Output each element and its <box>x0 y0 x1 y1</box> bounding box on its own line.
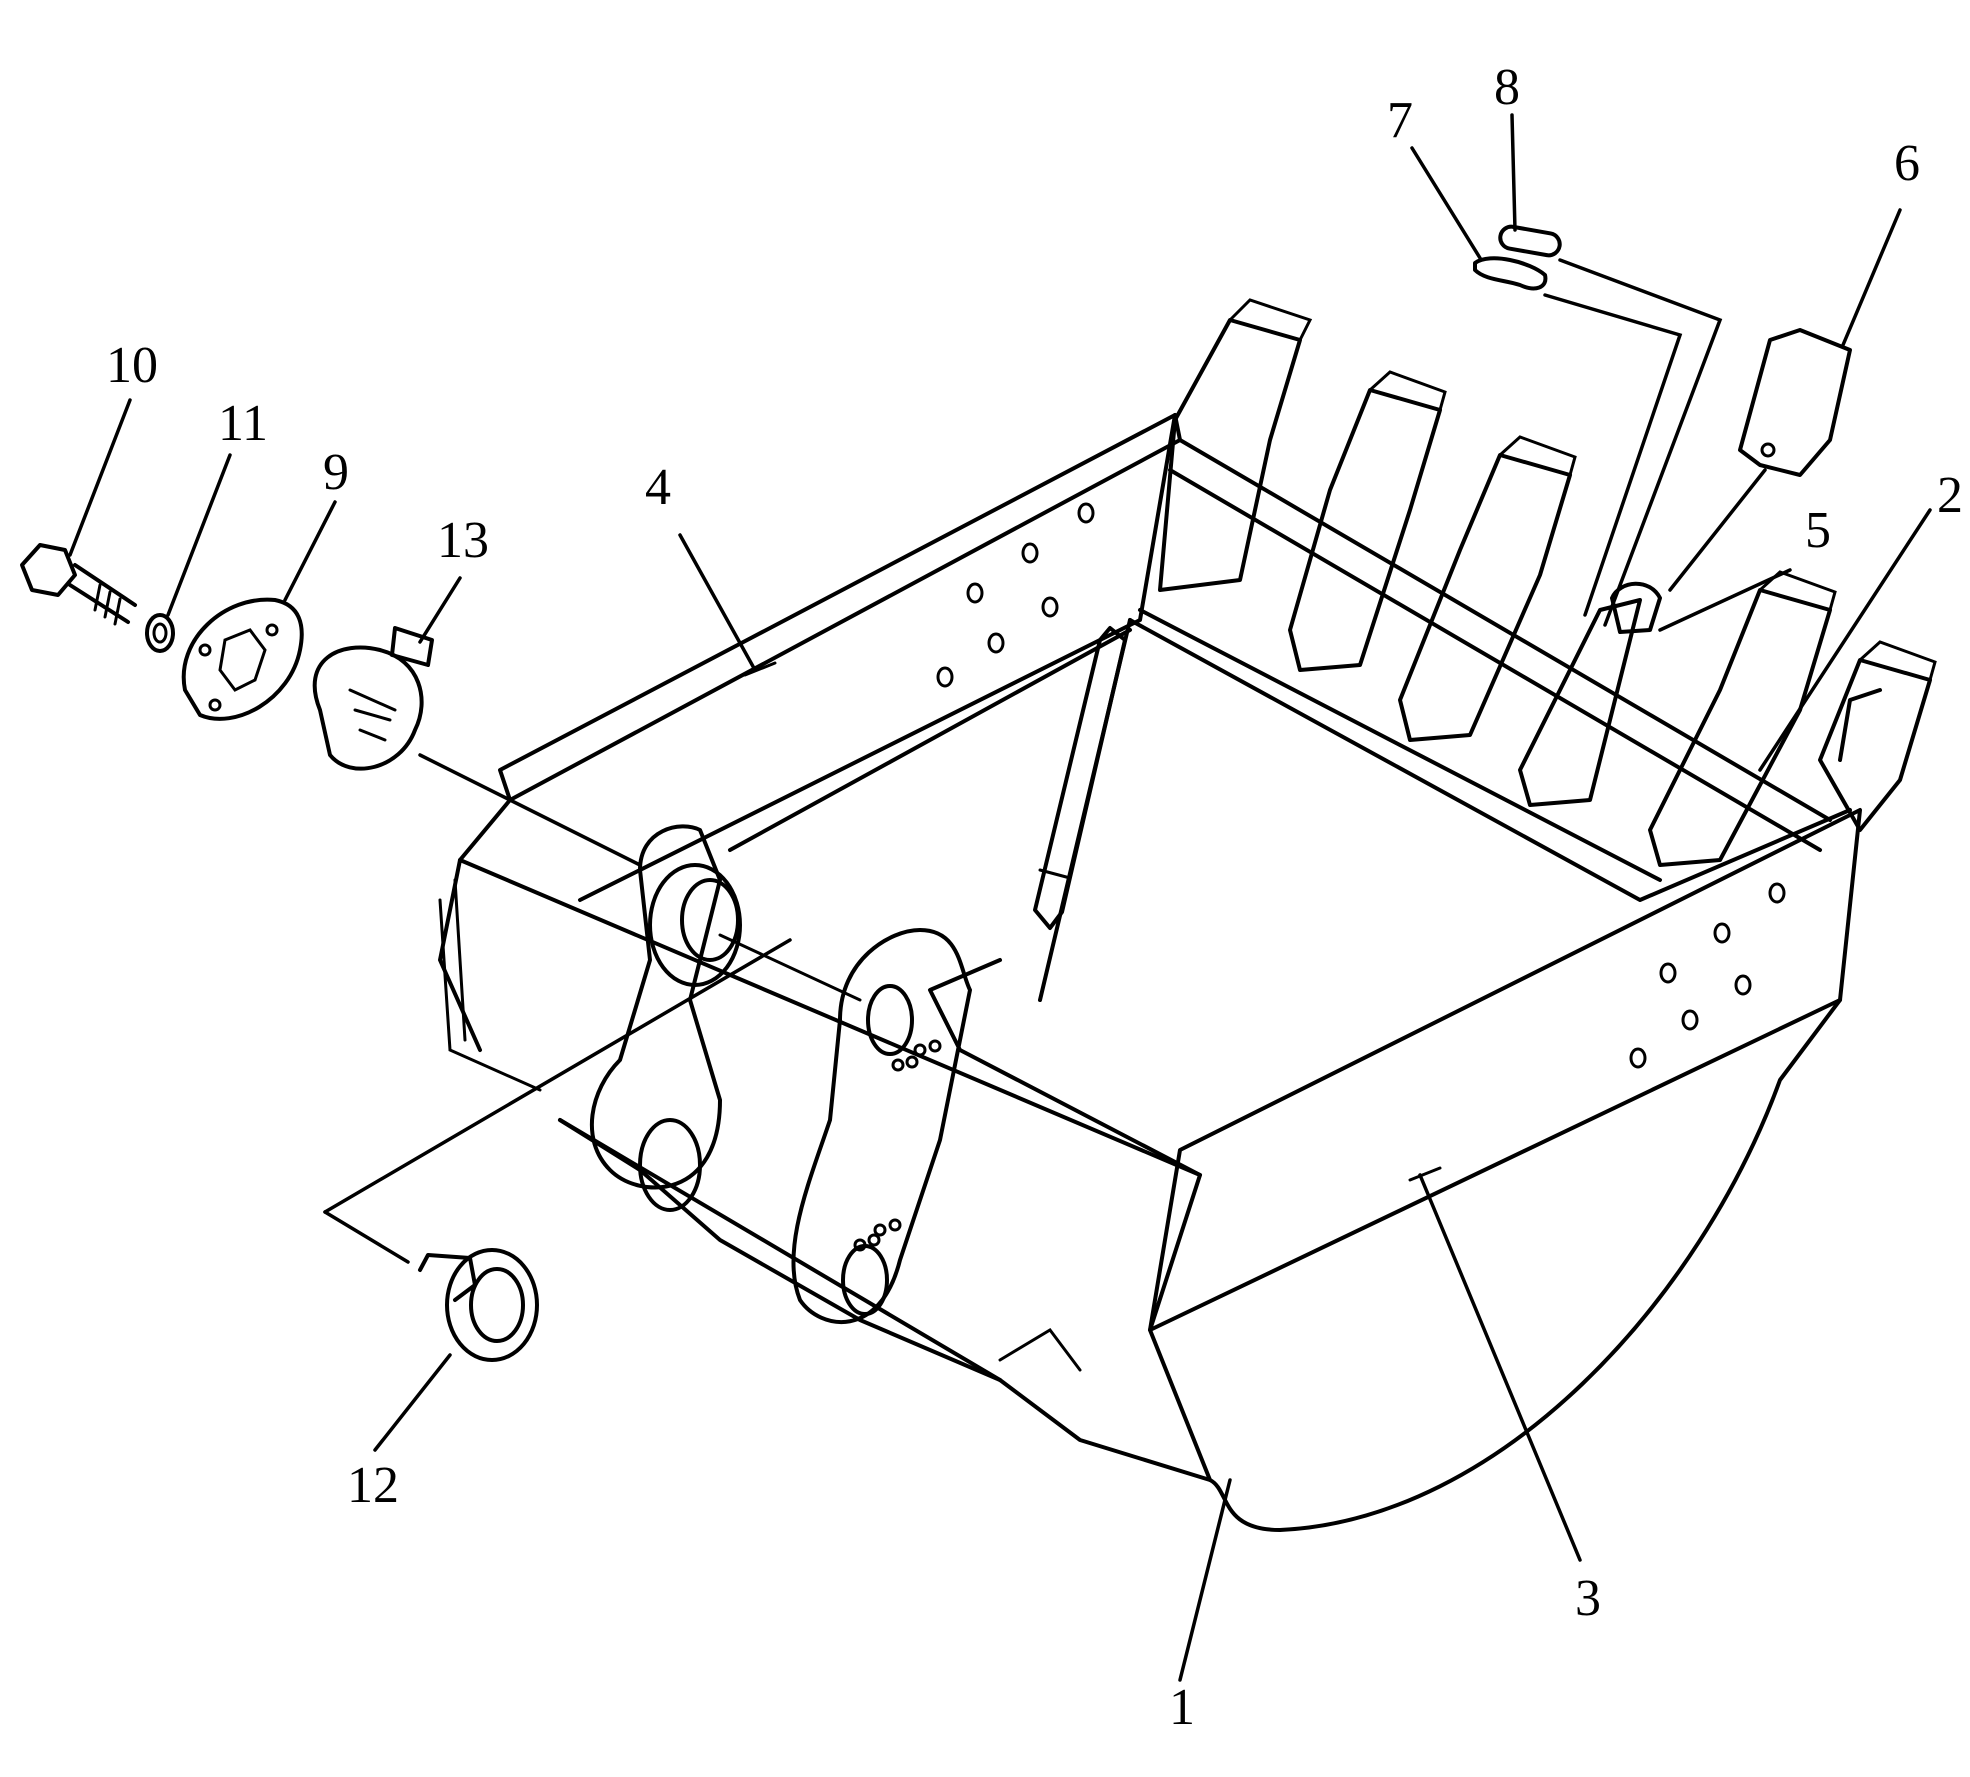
boss-pin-left <box>648 863 862 1002</box>
callout-1: 1 <box>1169 1679 1195 1736</box>
callout-13: 13 <box>437 512 489 569</box>
rod <box>1033 626 1127 930</box>
callout-9: 9 <box>323 444 349 501</box>
tooth-5 <box>1648 570 1837 867</box>
leader-lines <box>68 113 1932 1682</box>
right-plate-holes <box>1629 882 1786 1069</box>
bolt-head-dots <box>853 1039 942 1252</box>
tooth-1 <box>1158 298 1313 592</box>
callout-10: 10 <box>106 337 158 394</box>
bucket-body <box>438 413 1862 1532</box>
washer-11 <box>145 613 175 653</box>
callouts: 1 2 3 4 5 6 7 8 9 10 11 12 13 <box>106 59 1963 1736</box>
tooth-2 <box>1288 370 1447 672</box>
left-plate-holes <box>936 502 1095 688</box>
teeth-row <box>1158 298 1937 867</box>
callout-7: 7 <box>1387 92 1413 149</box>
tooth-3 <box>1398 435 1577 742</box>
callout-3: 3 <box>1575 1570 1601 1627</box>
tooth-point-6 <box>1738 328 1852 477</box>
shim-13 <box>312 626 434 771</box>
bushing-12 <box>418 1248 539 1362</box>
callout-11: 11 <box>218 395 268 452</box>
link-plate-rear <box>589 824 722 1212</box>
callout-12: 12 <box>347 1457 399 1514</box>
tooth-6 <box>1818 640 1937 832</box>
callout-2: 2 <box>1937 467 1963 524</box>
tooth-4-adapter <box>1518 598 1642 807</box>
callout-4: 4 <box>645 459 671 516</box>
washer-8 <box>1498 224 1562 258</box>
callout-5: 5 <box>1805 502 1831 559</box>
pin-7 <box>1473 256 1548 291</box>
bolt-10 <box>20 543 137 626</box>
plate-9 <box>181 597 304 721</box>
callout-8: 8 <box>1494 59 1520 116</box>
link-plate-front <box>791 928 972 1325</box>
callout-6: 6 <box>1894 135 1920 192</box>
